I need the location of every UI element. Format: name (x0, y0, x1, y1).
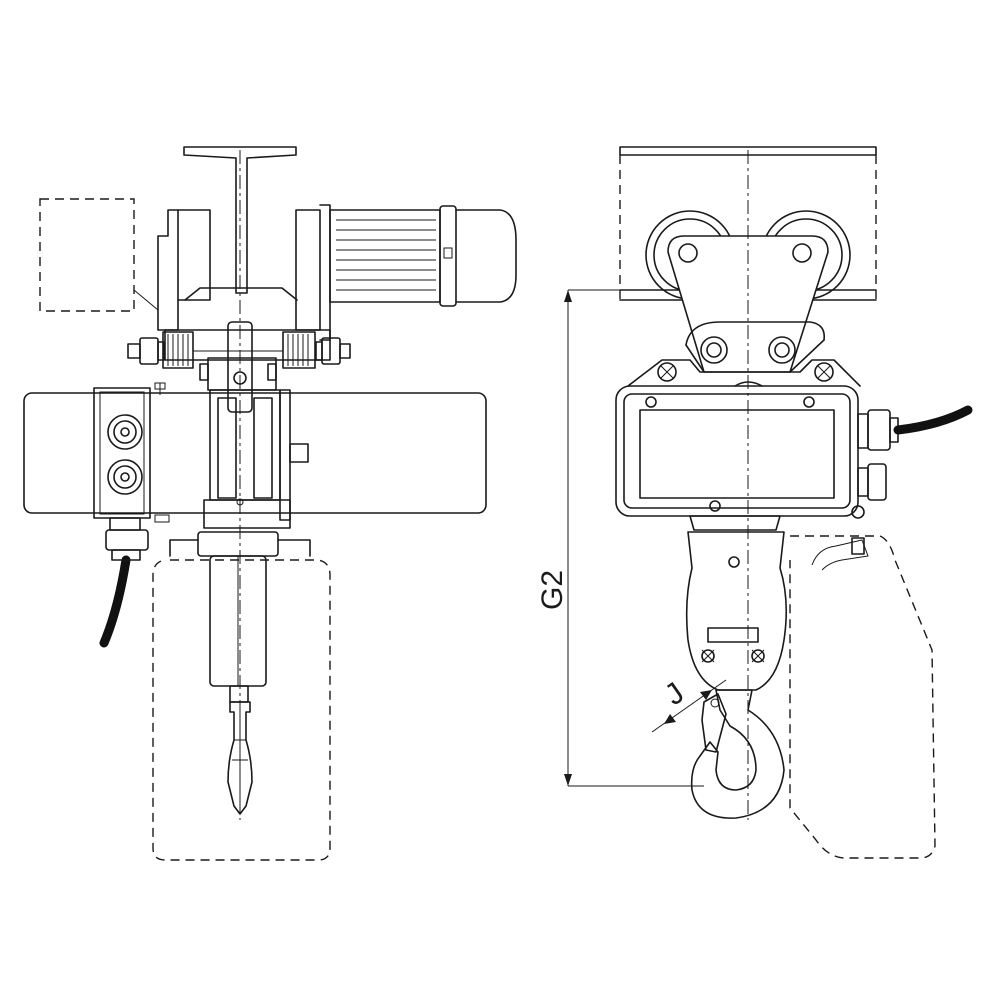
bag-hanger (811, 539, 869, 571)
chain-bag-outline-front (789, 535, 936, 859)
control-box-bracket (133, 289, 159, 311)
hoist-body-side (23, 382, 487, 529)
j-label: J (659, 676, 690, 712)
control-box-outline (39, 198, 135, 312)
front-view: G2 J (536, 146, 973, 859)
load-hook (690, 689, 785, 819)
g2-label: G2 (536, 570, 569, 610)
dimension-g2: G2 (536, 289, 704, 787)
bottom-hook-block (685, 531, 788, 691)
axle-assembly (127, 331, 351, 369)
i-beam-profile (183, 146, 298, 301)
hoist-body-front (615, 359, 861, 531)
power-cable-side (99, 517, 149, 648)
power-cable-front (851, 405, 973, 519)
beam-web-outline (619, 155, 877, 300)
chain-bag-outline (152, 559, 331, 861)
trolley-motor (329, 205, 517, 307)
dimension-j: J (651, 676, 727, 733)
side-view (23, 146, 517, 861)
bag-clip (851, 537, 865, 555)
trolley-frame (157, 204, 331, 361)
